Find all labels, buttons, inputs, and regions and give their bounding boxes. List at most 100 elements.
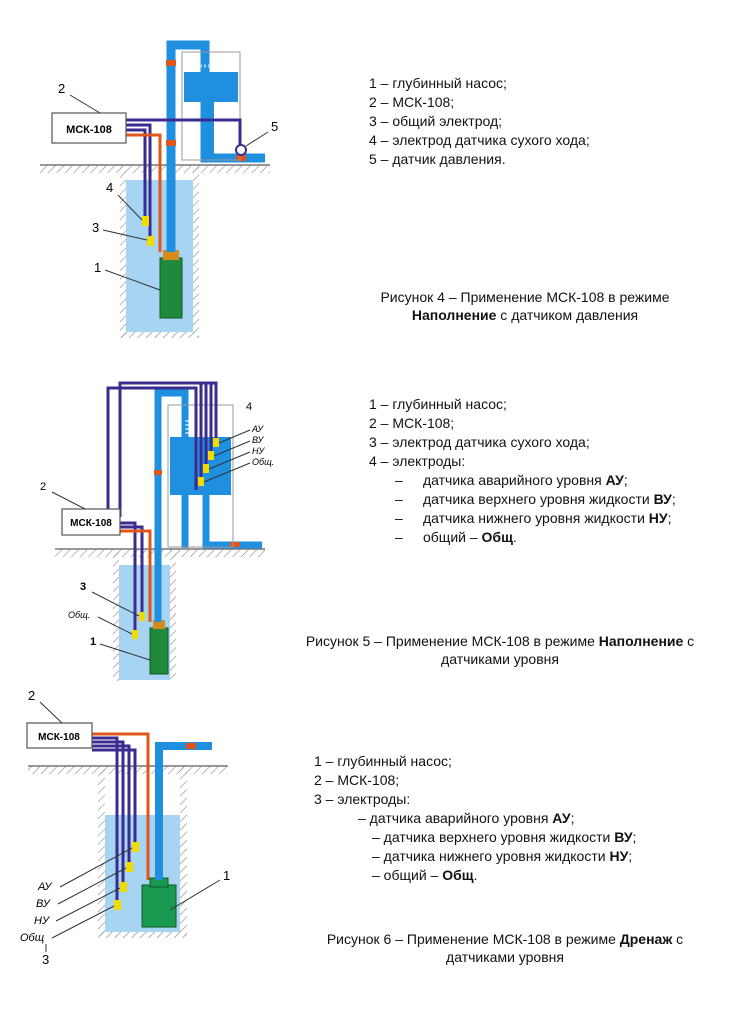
well-bottom bbox=[120, 332, 199, 338]
electrode-vu bbox=[126, 862, 133, 872]
electrode-au bbox=[132, 842, 139, 852]
pump bbox=[159, 257, 183, 319]
wire-orange bbox=[126, 133, 162, 252]
wire-purple bbox=[92, 748, 137, 845]
wire-purple bbox=[92, 740, 125, 885]
callout-line-3 bbox=[91, 591, 140, 617]
subitem-bold: АУ bbox=[605, 472, 624, 488]
legend-item: 1 – глубинный насос; bbox=[314, 753, 452, 769]
subitem-text: – датчика нижнего уровня жидкости bbox=[372, 848, 610, 864]
legend-subitem: – датчика аварийного уровня АУ; bbox=[314, 809, 636, 828]
electrode-dry-run bbox=[142, 216, 149, 226]
legend-item: 2 – МСК-108; bbox=[314, 772, 400, 788]
electrode-common bbox=[147, 236, 154, 246]
label-vu: ВУ bbox=[36, 898, 51, 910]
subitem-text: – датчика верхнего уровня жидкости bbox=[372, 829, 615, 845]
label-au: АУ bbox=[251, 424, 264, 434]
fig4-caption: Рисунок 4 – Применение МСК-108 в режиме … bbox=[340, 288, 710, 324]
electrode-au bbox=[213, 438, 219, 447]
subitem-bold: Общ bbox=[442, 867, 474, 883]
label-line bbox=[203, 462, 251, 483]
pipe-valve bbox=[236, 155, 246, 161]
well-wall-left bbox=[113, 549, 119, 681]
legend-item: 5 – датчик давления. bbox=[369, 151, 506, 167]
well-wall-right bbox=[180, 766, 187, 936]
legend-item: 3 – общий электрод; bbox=[369, 113, 503, 129]
list-dash: – bbox=[395, 529, 403, 545]
label-line bbox=[51, 905, 115, 939]
subitem-text: датчика верхнего уровня жидкости bbox=[423, 491, 654, 507]
legend-subitem: – датчика верхнего уровня жидкости ВУ; bbox=[314, 828, 636, 847]
label-nu: НУ bbox=[34, 915, 50, 927]
label-line bbox=[218, 429, 251, 444]
label-line bbox=[57, 867, 127, 905]
electrode-common-well bbox=[132, 630, 138, 639]
callout-2: 2 bbox=[58, 81, 65, 96]
electrode-nu bbox=[120, 882, 127, 892]
legend-item: 3 – электрод датчика сухого хода; bbox=[369, 434, 590, 450]
list-dash: – bbox=[395, 472, 403, 488]
subitem-bold: НУ bbox=[648, 510, 668, 526]
callout-1: 1 bbox=[94, 260, 101, 275]
wire-purple bbox=[92, 744, 131, 865]
subitem-text: – общий – bbox=[372, 867, 443, 883]
callout-4: 4 bbox=[246, 401, 252, 413]
caption-mode: Наполнение bbox=[598, 633, 684, 649]
callout-line-4 bbox=[117, 194, 143, 221]
pump-top bbox=[153, 620, 165, 629]
legend-subitem: –общий – Общ. bbox=[369, 528, 676, 547]
callout-line-2 bbox=[51, 491, 86, 510]
msk-108-label: МСК-108 bbox=[38, 732, 80, 743]
caption-line: Рисунок 4 – Применение МСК-108 в режиме bbox=[380, 289, 670, 305]
callout-2: 2 bbox=[40, 481, 46, 493]
wire-purple bbox=[118, 381, 203, 517]
pipe-valve bbox=[166, 140, 176, 146]
callout-3: 3 bbox=[42, 952, 49, 967]
legend-subitem: – датчика нижнего уровня жидкости НУ; bbox=[314, 847, 636, 866]
caption-after: с bbox=[683, 633, 695, 649]
callout-line-5 bbox=[245, 131, 269, 147]
fig4-legend: 1 – глубинный насос; 2 – МСК-108; 3 – об… bbox=[369, 74, 590, 169]
caption-text: Рисунок 6 – Применение МСК-108 в режиме bbox=[326, 931, 620, 947]
wire-purple bbox=[126, 123, 152, 238]
pressure-sensor bbox=[235, 144, 247, 156]
pipe-valve bbox=[186, 743, 196, 749]
label-line bbox=[59, 847, 133, 888]
label-vu: ВУ bbox=[252, 435, 264, 445]
pump bbox=[141, 884, 177, 928]
legend-item: 1 – глубинный насос; bbox=[369, 75, 507, 91]
subitem-tail: ; bbox=[671, 491, 676, 507]
figure-4-diagram: МСК-108 2 4 3 1 5 bbox=[40, 40, 278, 338]
callout-1: 1 bbox=[90, 636, 96, 648]
subitem-tail: ; bbox=[623, 472, 628, 488]
figure-5-diagram: МСК-108 АУ ВУ НУ Общ. 4 2 3 Общ. 1 bbox=[40, 381, 274, 681]
electrode-common bbox=[198, 477, 204, 486]
callout-line-common bbox=[97, 616, 133, 635]
legend-subitem: – общий – Общ. bbox=[314, 866, 636, 885]
subitem-tail: ; bbox=[570, 810, 575, 826]
legend-item: 2 – МСК-108; bbox=[369, 415, 455, 431]
well-wall-left bbox=[98, 766, 105, 936]
callout-3: 3 bbox=[80, 581, 86, 593]
fig5-legend: 1 – глубинный насос; 2 – МСК-108; 3 – эл… bbox=[369, 395, 676, 547]
subitem-text: общий – bbox=[423, 529, 482, 545]
wire-orange bbox=[120, 529, 152, 622]
callout-line-1 bbox=[104, 269, 161, 291]
callout-line-2 bbox=[39, 701, 63, 724]
subitem-tail: ; bbox=[628, 848, 633, 864]
legend-subitem: –датчика верхнего уровня жидкости ВУ; bbox=[369, 490, 676, 509]
pipe-valve bbox=[230, 542, 240, 547]
ground-hatch bbox=[40, 165, 270, 173]
legend-item: 4 – электрод датчика сухого хода; bbox=[369, 132, 590, 148]
callout-2: 2 bbox=[28, 688, 35, 703]
caption-line: датчиками уровня bbox=[441, 651, 559, 667]
electrode-common bbox=[114, 900, 121, 910]
wire-orange bbox=[92, 732, 150, 880]
wire-purple bbox=[126, 128, 147, 218]
legend-item: 4 – электроды: bbox=[369, 453, 466, 469]
figure-6-diagram: МСК-108 2 1 АУ ВУ НУ Общ 3 bbox=[20, 688, 230, 967]
label-line bbox=[55, 887, 121, 922]
electrode-dry-run bbox=[139, 612, 145, 621]
callout-line-3 bbox=[102, 229, 148, 241]
